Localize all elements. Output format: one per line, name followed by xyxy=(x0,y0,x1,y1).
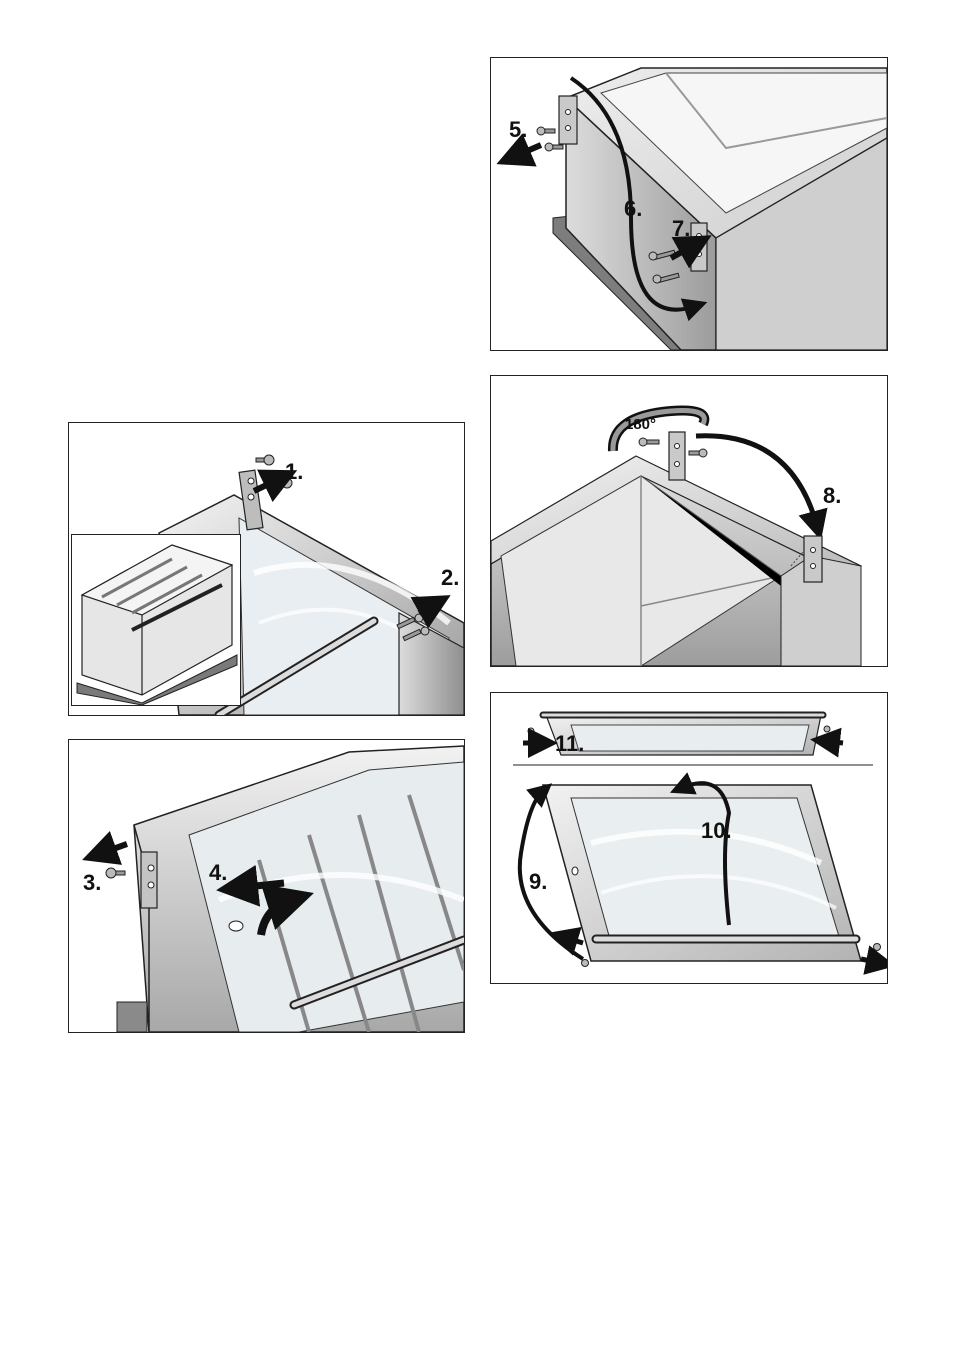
freezer-lid-open-illustration: 3. 4. xyxy=(69,740,464,1032)
step-label-11: 11. xyxy=(555,731,584,756)
panel-swap-lid-handle: 11. 9. 10. xyxy=(490,692,888,984)
arrow-icon xyxy=(237,883,284,888)
arrow-icon xyxy=(513,145,541,157)
panel-rotate-hinge: 180° 8. xyxy=(490,375,888,667)
freezer-interior-illustration: 180° 8. xyxy=(491,376,887,666)
step-label-1: 1. xyxy=(285,459,303,484)
step-label-10: 10. xyxy=(701,818,732,843)
freezer-body-illustration: 5. 6. 7. xyxy=(491,58,887,350)
arrow-icon xyxy=(825,741,843,743)
step-label-7: 7. xyxy=(672,216,690,241)
step-label-2: 2. xyxy=(441,565,459,590)
arrow-icon xyxy=(99,844,127,854)
step-label-8: 8. xyxy=(823,483,841,508)
step-label-4: 4. xyxy=(209,860,227,885)
arrow-icon xyxy=(563,937,583,943)
step-label-3: 3. xyxy=(83,870,101,895)
rotation-degrees-label: 180° xyxy=(625,416,656,433)
inset-freezer-overview xyxy=(71,534,241,706)
panel-remove-lid: 3. 4. xyxy=(68,739,465,1033)
arrow-icon xyxy=(861,959,881,963)
panel-remove-hinge-top: 1. 2. xyxy=(68,422,465,716)
panel-move-hinge-other-side: 5. 6. 7. xyxy=(490,57,888,351)
lid-frame-illustration: 11. 9. 10. xyxy=(491,693,887,983)
step-label-9: 9. xyxy=(529,869,547,894)
step-label-5: 5. xyxy=(509,117,527,142)
step-label-6: 6. xyxy=(624,196,642,221)
screw-icon xyxy=(106,868,125,878)
